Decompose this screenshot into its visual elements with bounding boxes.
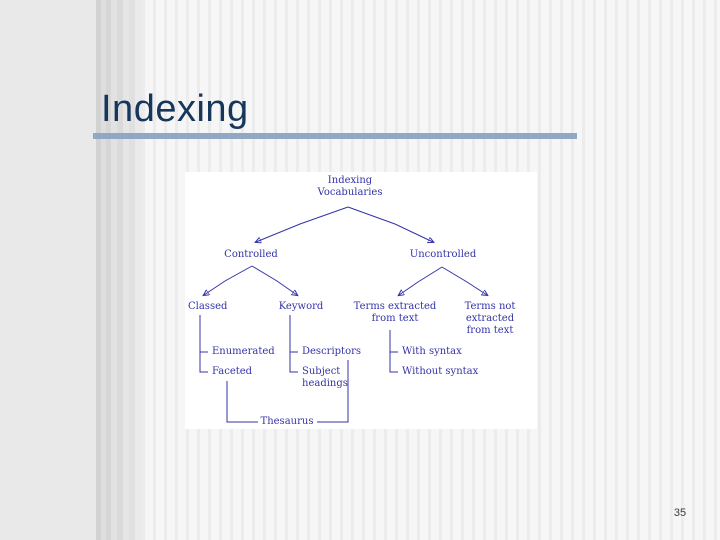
node-terms-not-extracted-line2: from text (466, 325, 514, 336)
background-stripe-cluster (96, 0, 142, 540)
node-uncontrolled: Uncontrolled (409, 249, 477, 260)
node-enumerated: Enumerated (212, 346, 275, 357)
node-classed: Classed (188, 301, 228, 312)
node-subject-headings-line2: headings (302, 378, 348, 389)
node-indexing-vocabularies: Indexing Vocabularies (290, 175, 410, 199)
node-terms-extracted: Terms extracted from text (345, 301, 445, 325)
node-descriptors: Descriptors (302, 346, 361, 357)
node-with-syntax: With syntax (402, 346, 462, 357)
page-number: 35 (673, 507, 687, 519)
node-thesaurus: Thesaurus (260, 416, 314, 427)
node-controlled: Controlled (224, 249, 278, 260)
node-terms-extracted-line1: Terms extracted (353, 301, 437, 312)
node-keyword: Keyword (278, 301, 324, 312)
title-underline-rule (93, 133, 577, 139)
node-terms-extracted-line2: from text (371, 313, 419, 324)
node-terms-not-extracted-line1: Terms not extracted (464, 301, 516, 324)
node-subject-headings: Subject headings (302, 366, 348, 390)
page-title: Indexing (101, 88, 249, 130)
tree-connectors (199, 206, 537, 423)
node-indexing-vocabularies-line1: Indexing (327, 175, 373, 186)
indexing-vocabularies-diagram: Indexing Vocabularies Controlled Uncontr… (185, 172, 537, 429)
node-faceted: Faceted (212, 366, 253, 377)
node-without-syntax: Without syntax (402, 366, 479, 377)
node-terms-not-extracted: Terms not extracted from text (440, 301, 540, 337)
node-indexing-vocabularies-line2: Vocabularies (317, 187, 383, 198)
node-subject-headings-line1: Subject (302, 366, 341, 377)
